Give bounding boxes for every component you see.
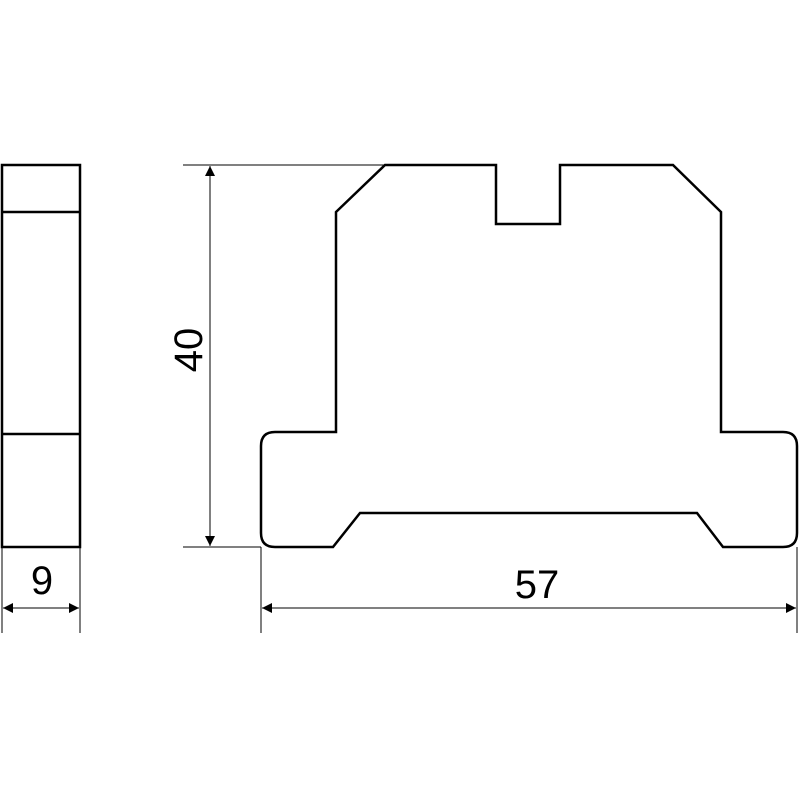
front-view-profile (259, 163, 799, 549)
thickness-dimension: 9 (1, 547, 81, 633)
width-dimension: 57 (260, 547, 798, 633)
height-label: 40 (167, 328, 211, 373)
thickness-label: 9 (31, 559, 53, 603)
side-view (0, 163, 82, 549)
height-dimension: 40 (167, 164, 385, 548)
width-label: 57 (515, 563, 560, 607)
side-view-outline (0, 163, 82, 549)
